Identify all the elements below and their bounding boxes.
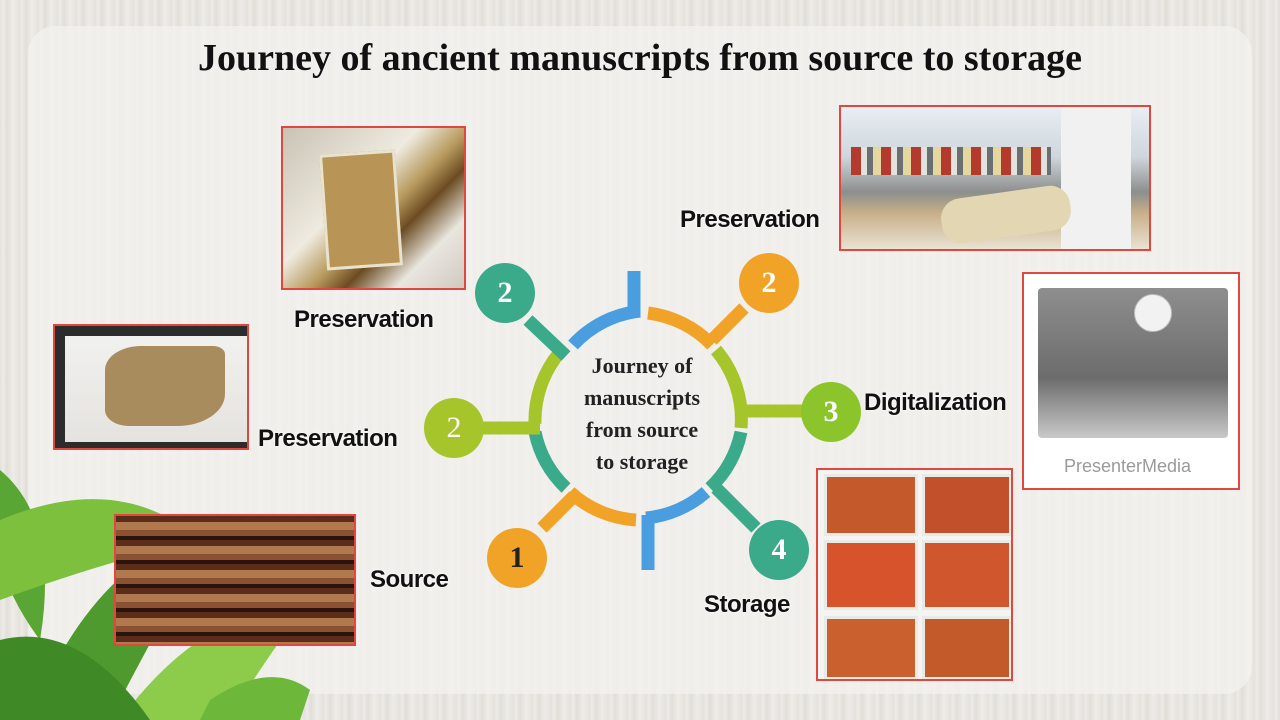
storage-shelf-image [824,616,918,679]
digitalization-illustration: PresenterMedia [1022,272,1240,490]
wheel-arc-green-left [528,347,566,425]
storage-shelf-image [922,474,1011,536]
wheel-spoke [707,303,749,345]
wheel-arc-teal-right [705,430,748,493]
figure-image [1134,294,1172,332]
preservation-photo-top-right [839,105,1151,251]
wheel-arc-orange-top [647,306,717,350]
storage-shelf-image [922,616,1011,679]
wheel-center-text: Journey of manuscripts from source to st… [556,350,728,478]
step-label-preservation: Preservation [294,306,434,333]
wheel-arc-blue-top [568,304,641,350]
step-label-preservation: Preservation [258,425,398,452]
center-text-line: manuscripts [583,385,701,410]
step-label-source: Source [370,566,449,593]
source-photo [114,514,356,646]
wheel-spoke [523,315,571,361]
center-text-line: from source [585,417,699,442]
watermark-text: PresenterMedia [1064,456,1192,476]
storage-photo [816,468,1013,681]
step-number-circle: 2 [739,253,799,313]
tray-image [55,326,247,448]
step-number-circle: 4 [749,520,809,580]
step-label-storage: Storage [704,591,790,618]
center-text-line: to storage [595,449,689,474]
storage-shelf-image [824,540,918,610]
wheel-spoke [537,491,579,533]
step-label-preservation: Preservation [680,206,820,233]
lab-coat-image [1061,107,1131,249]
lab-bottles-image [851,147,1051,175]
preservation-photo-top-left [281,126,466,290]
cubicle-image [1038,288,1228,438]
step-number-circle: 2 [424,398,484,458]
wheel-arc-teal-left [528,430,571,493]
wheel-spoke [711,483,761,533]
page-title: Journey of ancient manuscripts from sour… [197,37,1083,79]
wheel-arc-blue-bottom [645,486,711,525]
storage-shelf-image [922,540,1011,610]
wheel-arc-green-right [710,345,748,429]
step-number-circle: 2 [475,263,535,323]
step-label-digitalization: Digitalization [864,389,1007,416]
step-number-circle: 1 [487,528,547,588]
center-text-line: Journey of [591,353,693,378]
step-number-circle: 3 [801,382,861,442]
fragile-document-image [105,346,225,426]
storage-shelf-image [824,474,918,536]
preservation-photo-left [53,324,249,450]
wheel-arc-orange-bottom [565,487,637,527]
